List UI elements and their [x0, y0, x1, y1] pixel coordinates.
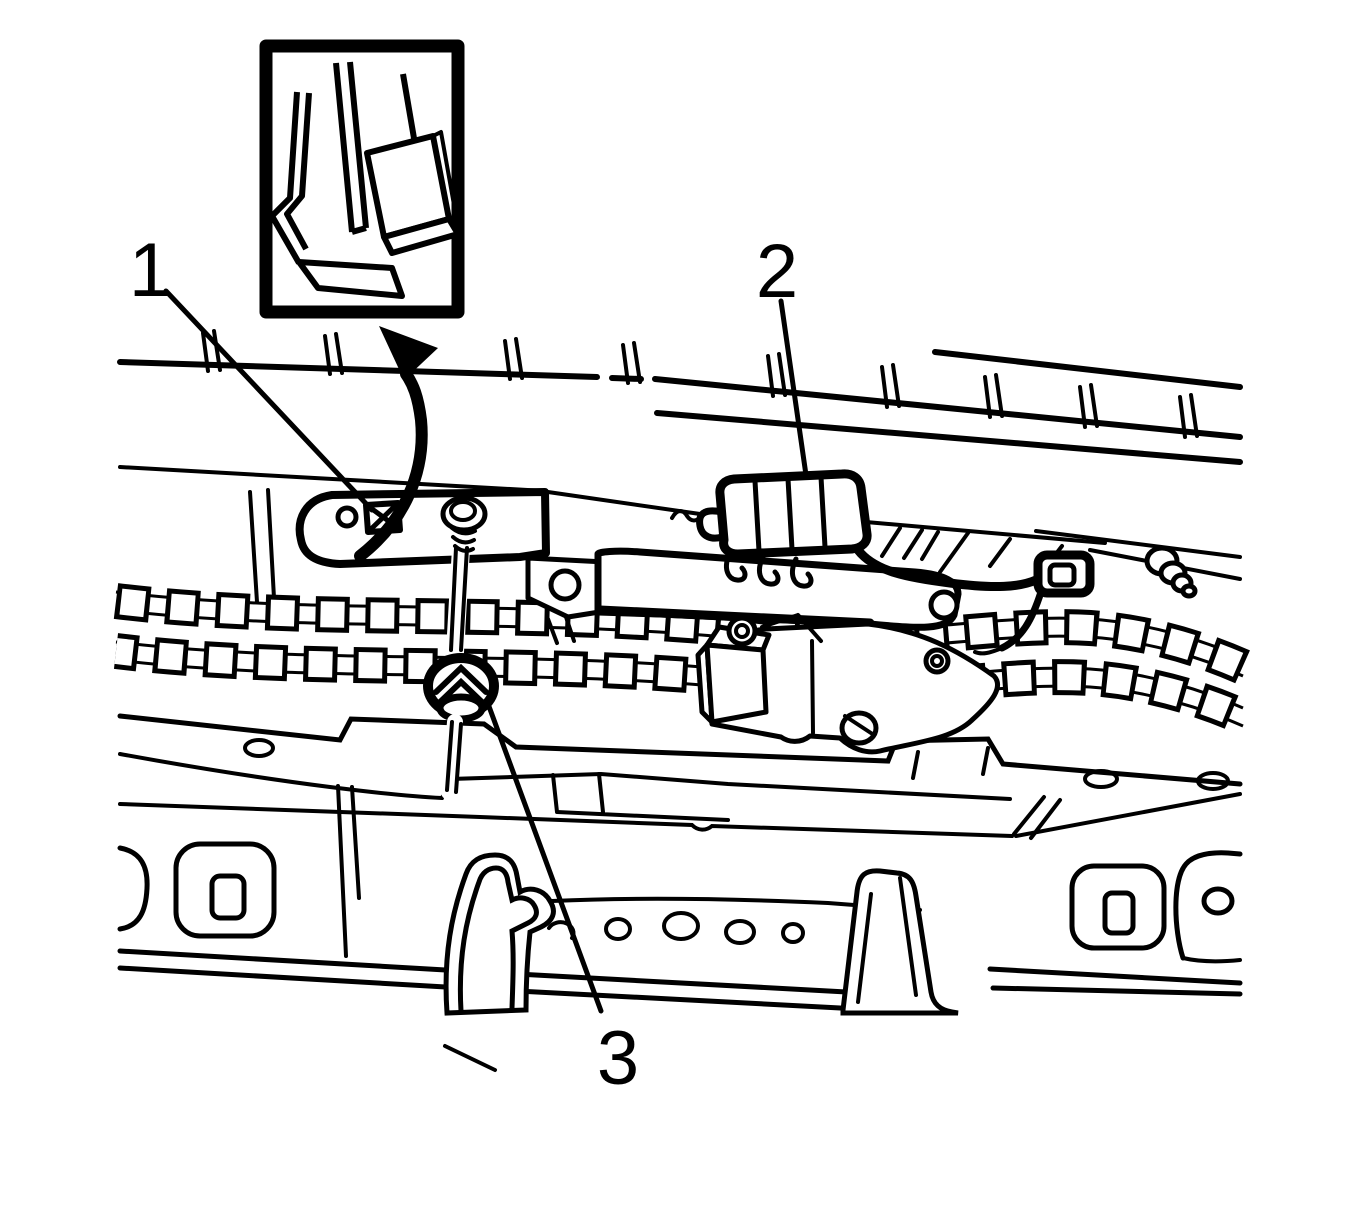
raised-bracket [840, 868, 959, 1016]
arrowhead [379, 326, 438, 380]
leader-line-2 [778, 298, 809, 478]
mounting-plate [295, 488, 550, 568]
hook-bracket [443, 852, 556, 1072]
stamped-hole-left [173, 841, 277, 939]
callout-label-2: 2 [756, 229, 798, 314]
plate-hole [335, 505, 359, 529]
leader-line-3 [484, 698, 604, 1014]
upper-panel-edge [117, 329, 1243, 604]
actuator-block [695, 613, 823, 735]
panel-ribs [201, 329, 1199, 439]
harness-clip-right [973, 550, 1095, 656]
nut-washer [423, 653, 499, 723]
stamped-hole-right [1069, 850, 1243, 964]
callout-label-1: 1 [129, 228, 171, 313]
inset-clip-drawing [269, 61, 461, 299]
leader-line-1 [163, 288, 375, 513]
lower-body-structure [117, 713, 1243, 1072]
bolt-head [440, 495, 488, 553]
callout-label-3: 3 [597, 1016, 639, 1101]
detail-arrow [354, 326, 438, 562]
inset-detail-box [259, 39, 465, 319]
callouts: 1 2 3 [129, 228, 809, 1101]
weld-stud [1144, 545, 1198, 599]
sill-channel [547, 896, 922, 945]
latch-assembly [295, 469, 1242, 755]
bolt-assembly [423, 495, 499, 800]
electrical-connector [670, 469, 872, 589]
latch-top-face [864, 520, 1107, 574]
